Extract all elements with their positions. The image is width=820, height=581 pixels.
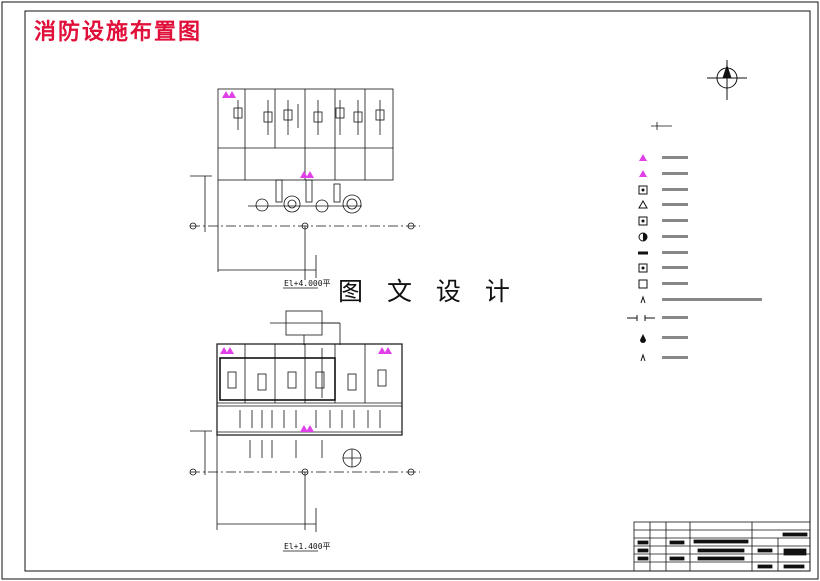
drawing-title: 消防设施布置图: [34, 19, 203, 45]
legend-text-placeholder: [662, 188, 688, 191]
legend-symbol-small-a: [640, 353, 688, 362]
legend-text-placeholder: [662, 156, 688, 159]
legend-text-placeholder: [662, 219, 688, 222]
legend-text-placeholder: [662, 336, 688, 339]
inner-border: [24, 10, 811, 572]
legend-symbol-triangle-outline: [638, 199, 688, 209]
legend-text-placeholder: [662, 282, 688, 285]
legend-text-placeholder: [662, 266, 688, 269]
legend-symbol-drop: [640, 334, 688, 343]
legend-symbol-half-circle: [638, 232, 688, 242]
upper-plan: [189, 88, 420, 289]
lower-plan: [189, 310, 420, 552]
legend-symbol-square-x: [638, 185, 688, 195]
lower-outdoor-units: [249, 440, 362, 468]
legend-symbol-dash: [638, 251, 688, 255]
compass-icon: [707, 60, 747, 100]
legend-text-placeholder: [662, 298, 762, 301]
legend-symbol-square-check: [638, 216, 688, 226]
upper-tanks: [248, 179, 362, 214]
legend: [627, 154, 762, 362]
legend-text-placeholder: [662, 235, 688, 238]
upper-plan-label: El+4.000平: [284, 279, 331, 288]
lower-equipment: [227, 348, 387, 398]
title-block: [633, 521, 811, 572]
legend-symbol-small-a: [640, 295, 762, 304]
legend-text-placeholder: [662, 172, 688, 175]
legend-symbol-square-empty: [638, 279, 688, 289]
lower-plan-label: El+1.400平: [284, 542, 331, 551]
legend-text-placeholder: [662, 316, 688, 319]
watermark-text: 图 文 设 计: [336, 272, 520, 308]
legend-text-placeholder: [662, 203, 688, 206]
legend-symbol-triangle-filled: [639, 170, 688, 177]
legend-header: [651, 122, 672, 130]
lower-row-ticks: [239, 410, 381, 428]
legend-symbol-square-dot: [638, 263, 688, 273]
upper-equipment: [233, 100, 385, 135]
legend-symbol-triangle-filled: [639, 154, 688, 161]
legend-text-placeholder: [662, 251, 688, 254]
legend-symbol-valve: [627, 315, 688, 321]
legend-text-placeholder: [662, 356, 688, 359]
